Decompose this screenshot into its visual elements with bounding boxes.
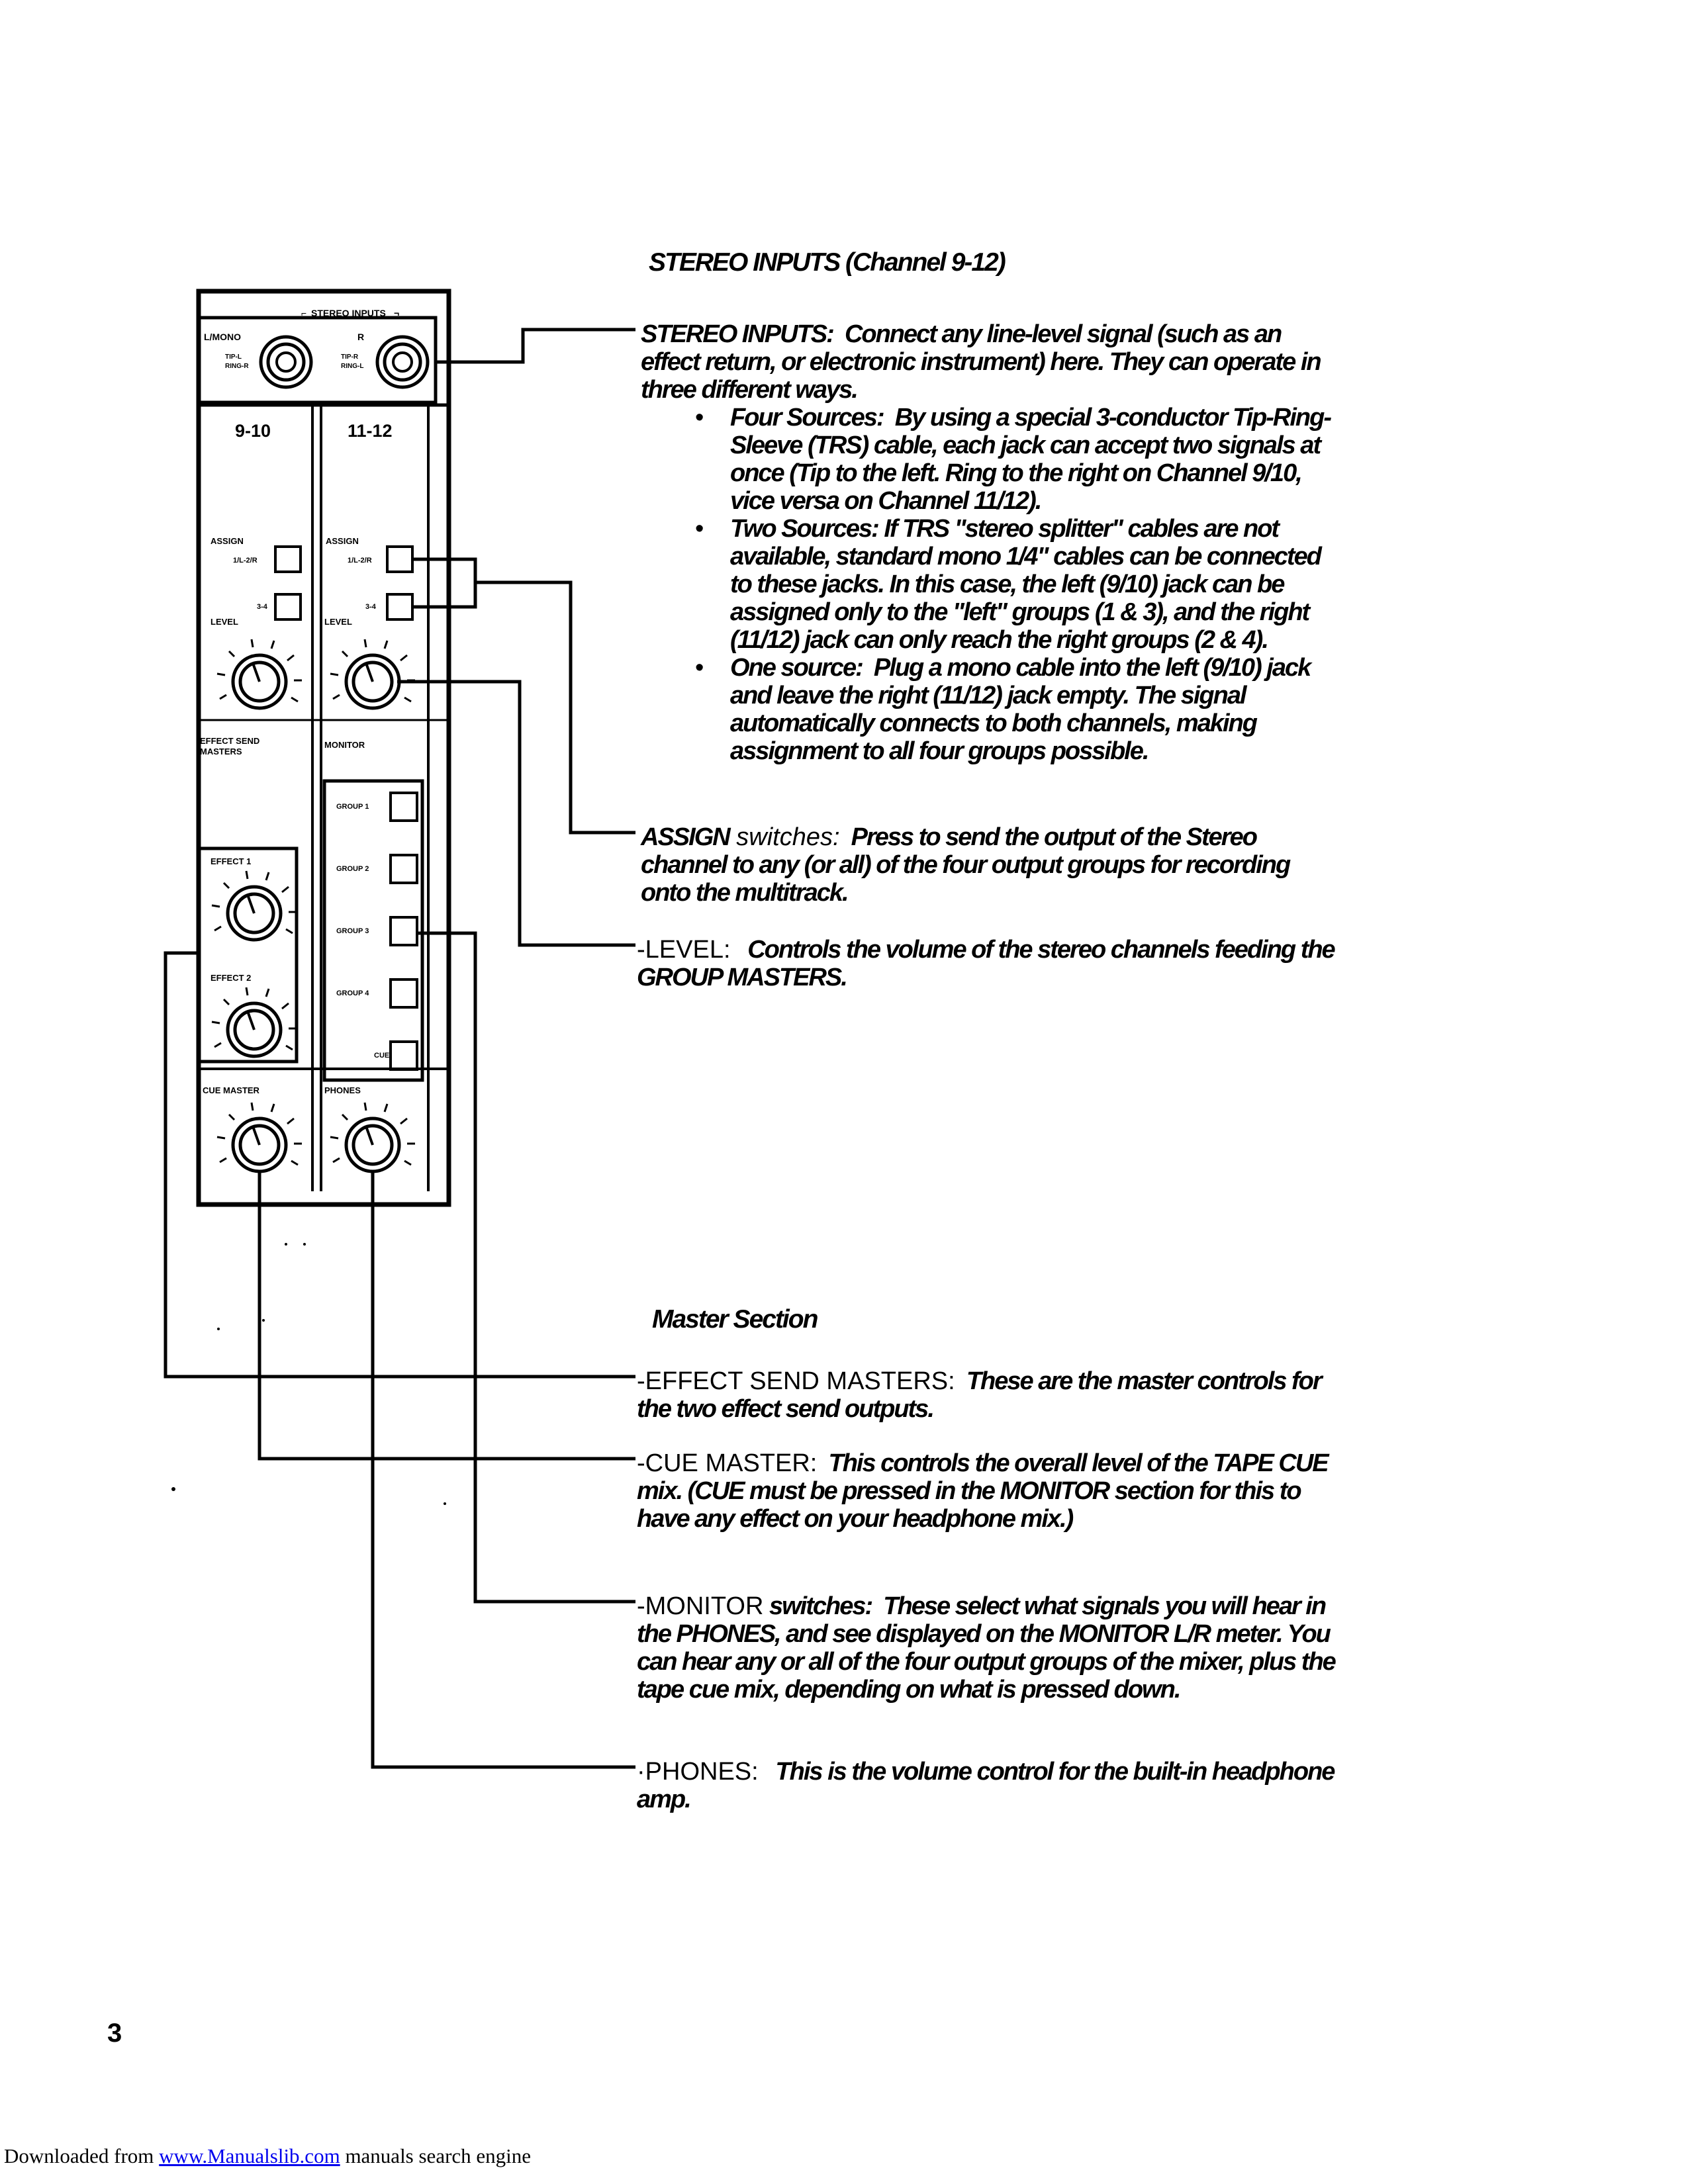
monitor-label: -MONITOR bbox=[637, 1592, 764, 1620]
monitor-box bbox=[322, 779, 424, 1082]
monitor-desc: -MONITOR switches: These select what sig… bbox=[637, 1592, 1336, 1704]
cue-master-knob-icon[interactable] bbox=[217, 1103, 302, 1171]
assign-34-switch-left[interactable] bbox=[274, 593, 302, 621]
assign-desc: ASSIGN switches: Press to send the outpu… bbox=[641, 823, 1336, 907]
bullet-text: If TRS "stereo splitter" cables are not … bbox=[730, 515, 1322, 654]
bullet-dot: • bbox=[695, 515, 704, 543]
bullet-label: One source: bbox=[730, 654, 864, 682]
stereo-inputs-label: STEREO INPUTS: bbox=[641, 320, 835, 348]
monitor-group-1-switch[interactable] bbox=[389, 792, 418, 822]
monitor-group-2-switch[interactable] bbox=[389, 854, 418, 884]
panel-effect-send-label: EFFECT SEND bbox=[200, 736, 259, 746]
level-knob-right-icon[interactable] bbox=[330, 639, 415, 708]
panel-r-label: R bbox=[357, 332, 364, 342]
level-text: Controls the volume of the stereo channe… bbox=[637, 936, 1336, 991]
footer-prefix: Downloaded from bbox=[4, 2144, 160, 2167]
footer-link[interactable]: www.Manualslib.com bbox=[159, 2144, 340, 2167]
effect-1-knob-icon[interactable] bbox=[212, 871, 297, 940]
phones-label: ·PHONES: bbox=[637, 1758, 759, 1786]
monitor-text: These select what signals you will hear … bbox=[637, 1592, 1336, 1704]
bullet-one-source: • One source: Plug a mono cable into the… bbox=[641, 654, 1336, 765]
phones-desc: ·PHONES: This is the volume control for … bbox=[637, 1758, 1336, 1813]
panel-assign-34-right: 3-4 bbox=[365, 603, 377, 611]
jack-left-icon bbox=[259, 335, 313, 389]
panel-effect-1-label: EFFECT 1 bbox=[211, 856, 251, 866]
panel-stereo-inputs-label: STEREO INPUTS bbox=[311, 308, 386, 318]
panel-tip-l-label: TIP-L bbox=[225, 353, 242, 361]
section-title: STEREO INPUTS (Channel 9-12) bbox=[649, 248, 1006, 277]
panel-cue-master-label: CUE MASTER bbox=[203, 1085, 260, 1095]
footer: Downloaded from www.Manualslib.com manua… bbox=[4, 2144, 531, 2168]
panel-cue-label: CUE bbox=[374, 1052, 389, 1060]
panel-level-left: LEVEL bbox=[211, 617, 238, 627]
panel-monitor-label: MONITOR bbox=[324, 740, 365, 750]
phones-text: This is the volume control for the built… bbox=[637, 1758, 1335, 1813]
bullet-two-sources: • Two Sources: If TRS "stereo splitter" … bbox=[641, 515, 1336, 654]
panel-channel-9-10: 9-10 bbox=[235, 421, 271, 441]
assign-label: ASSIGN bbox=[641, 823, 731, 851]
effect-2-knob-icon[interactable] bbox=[212, 987, 297, 1056]
assign-34-switch-right[interactable] bbox=[386, 593, 414, 621]
level-desc: -LEVEL: Controls the volume of the stere… bbox=[637, 936, 1336, 991]
panel-group-3-label: GROUP 3 bbox=[336, 927, 369, 935]
effect-send-label: -EFFECT SEND MASTERS: bbox=[637, 1367, 955, 1395]
panel-channel-11-12: 11-12 bbox=[348, 421, 393, 441]
panel-masters-label: MASTERS bbox=[200, 747, 242, 756]
panel-ring-r-label: RING-R bbox=[225, 363, 249, 370]
jack-right-icon bbox=[375, 335, 430, 389]
bullet-four-sources: • Four Sources: By using a special 3-con… bbox=[641, 404, 1336, 515]
assign-label-rest: switches: bbox=[729, 823, 840, 851]
effect-send-text: These are the master controls for the tw… bbox=[637, 1367, 1323, 1423]
stereo-inputs-desc: STEREO INPUTS: Connect any line-level si… bbox=[641, 320, 1336, 765]
cue-master-text: This controls the overall level of the T… bbox=[637, 1449, 1329, 1533]
svg-text:⌐: ⌐ bbox=[301, 308, 306, 318]
monitor-label-rest: switches: bbox=[763, 1592, 873, 1620]
callout-lines bbox=[164, 328, 635, 1769]
cue-master-desc: -CUE MASTER: This controls the overall l… bbox=[637, 1449, 1336, 1533]
panel-phones-label: PHONES bbox=[324, 1085, 361, 1095]
panel-level-right: LEVEL bbox=[324, 617, 352, 627]
panel-assign-12-right: 1/L-2/R bbox=[348, 557, 372, 565]
monitor-group-3-switch[interactable] bbox=[389, 916, 418, 946]
panel-effect-2-label: EFFECT 2 bbox=[211, 973, 251, 983]
monitor-cue-switch[interactable] bbox=[389, 1040, 418, 1071]
bullet-text: Plug a mono cable into the left (9/10) j… bbox=[730, 654, 1311, 765]
panel-assign-12-left: 1/L-2/R bbox=[233, 557, 258, 565]
svg-text:¬: ¬ bbox=[394, 308, 399, 318]
panel-ring-l-label: RING-L bbox=[341, 363, 363, 370]
level-knob-left-icon[interactable] bbox=[217, 639, 302, 708]
panel-assign-left: ASSIGN bbox=[211, 536, 244, 546]
panel-lmono-label: L/MONO bbox=[204, 332, 241, 342]
assign-text: Press to send the output of the Stereo c… bbox=[641, 823, 1291, 907]
phones-knob-icon[interactable] bbox=[330, 1103, 415, 1171]
panel-frame bbox=[196, 289, 451, 1207]
stereo-inputs-text: Connect any line-level signal (such as a… bbox=[641, 320, 1322, 404]
bullet-dot: • bbox=[695, 404, 704, 432]
panel-group-2-label: GROUP 2 bbox=[336, 865, 369, 873]
assign-12-switch-right[interactable] bbox=[386, 545, 414, 573]
assign-12-switch-left[interactable] bbox=[274, 545, 302, 573]
panel-group-1-label: GROUP 1 bbox=[336, 803, 369, 811]
panel-group-4-label: GROUP 4 bbox=[336, 989, 369, 997]
panel-assign-right: ASSIGN bbox=[326, 536, 359, 546]
panel-assign-34-left: 3-4 bbox=[257, 603, 268, 611]
page-number: 3 bbox=[107, 2019, 122, 2048]
master-section-title: Master Section bbox=[652, 1305, 818, 1334]
footer-suffix: manuals search engine bbox=[340, 2144, 532, 2167]
effect-send-desc: -EFFECT SEND MASTERS: These are the mast… bbox=[637, 1367, 1336, 1423]
bullet-dot: • bbox=[695, 654, 704, 682]
panel-tip-r-label: TIP-R bbox=[341, 353, 359, 361]
bullet-label: Four Sources: bbox=[730, 404, 885, 432]
stereo-inputs-box bbox=[197, 316, 438, 404]
effect-masters-box bbox=[197, 846, 299, 1064]
level-label: -LEVEL: bbox=[637, 936, 731, 964]
monitor-group-4-switch[interactable] bbox=[389, 978, 418, 1009]
bullet-text: By using a special 3-conductor Tip-Ring-… bbox=[730, 404, 1332, 515]
bullet-label: Two Sources: bbox=[730, 515, 880, 543]
cue-master-label: -CUE MASTER: bbox=[637, 1449, 818, 1477]
